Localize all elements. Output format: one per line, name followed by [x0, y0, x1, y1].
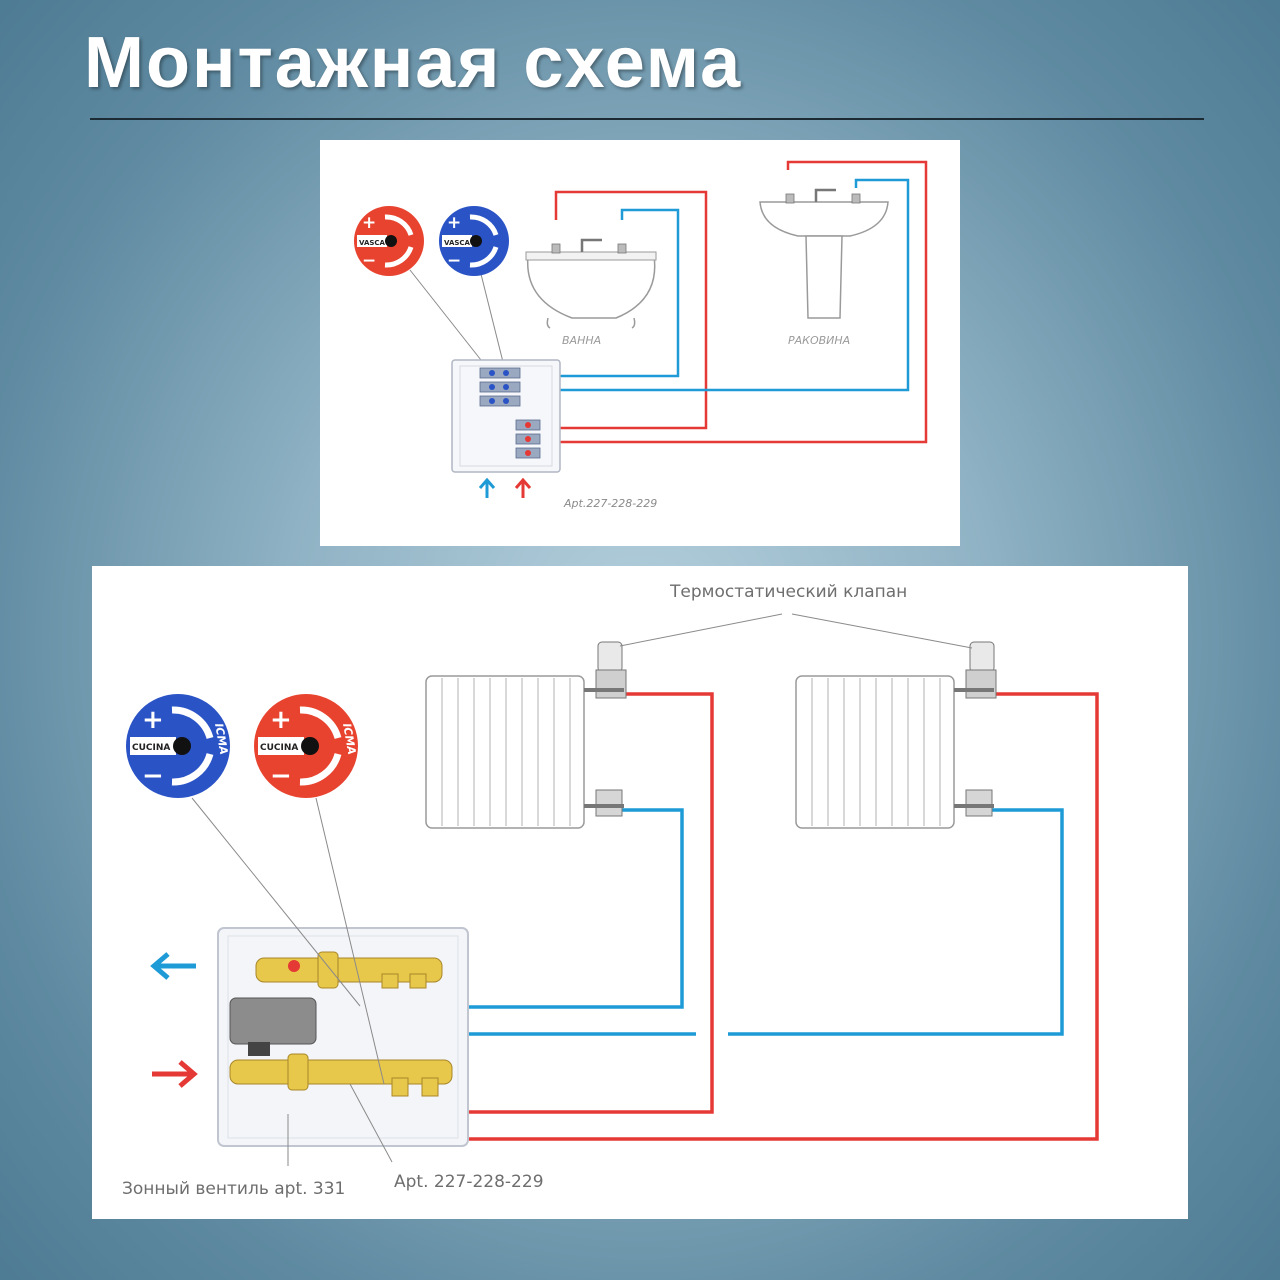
- thermostatic-valve-right: [954, 641, 997, 699]
- svg-text:CUCINA: CUCINA: [132, 743, 170, 753]
- left-arrow-icon: [150, 952, 196, 980]
- cucina-blue-brand: ICMA: [212, 722, 230, 755]
- svg-text:−: −: [447, 251, 461, 271]
- svg-text:+: +: [447, 213, 461, 233]
- svg-text:+: +: [270, 705, 292, 735]
- thermostatic-leader-lines: [619, 613, 973, 649]
- hot-up-arrow-icon: [514, 477, 532, 498]
- cold-return-pipes: [387, 808, 1064, 1036]
- sink-label: РАКОВИНА: [788, 334, 850, 347]
- thermostatic-valve-left: [584, 641, 627, 699]
- heating-manifold-cabinet: [217, 927, 469, 1147]
- svg-text:CUCINA: CUCINA: [260, 743, 298, 753]
- washbasin: [759, 188, 889, 319]
- bath-label: ВАННА: [562, 334, 601, 347]
- bathtub: [525, 238, 657, 329]
- cucina-blue-knob: + − CUCINA: [126, 694, 230, 798]
- manifold-cabinet: [451, 359, 561, 473]
- cold-up-arrow-icon: [478, 477, 496, 498]
- bathroom-supply-diagram: ВАННА РАКОВИНА Apt.227-: [320, 140, 960, 546]
- svg-text:−: −: [142, 761, 164, 791]
- vasca-blue-knob: + − VASCA: [439, 206, 509, 276]
- page-title: Монтажная схема: [84, 23, 743, 103]
- svg-text:−: −: [362, 251, 376, 271]
- bottom-manifold-article: Apt. 227-228-229: [394, 1172, 544, 1192]
- title-divider: [90, 118, 1204, 120]
- thermostatic-valve-label: Термостатический клапан: [669, 582, 907, 602]
- radiator-left: [425, 675, 585, 829]
- vasca-red-brand: ICMA: [422, 236, 433, 257]
- svg-text:VASCA: VASCA: [444, 239, 471, 247]
- zone-valve-label: Зонный вентиль apt. 331: [122, 1179, 345, 1199]
- return-valve-right: [954, 789, 994, 817]
- knob-leader-lines: [191, 797, 393, 1166]
- radiator-right: [795, 675, 955, 829]
- svg-text:VASCA: VASCA: [359, 239, 386, 247]
- hot-water-pipes: [535, 160, 928, 444]
- cucina-red-knob: + − CUCINA: [254, 694, 358, 798]
- svg-text:+: +: [362, 213, 376, 233]
- vasca-red-knob: + − VASCA: [354, 206, 424, 276]
- radiator-heating-diagram: Термостатический клапан +: [92, 566, 1188, 1219]
- svg-text:−: −: [270, 761, 292, 791]
- svg-text:+: +: [142, 705, 164, 735]
- cold-water-pipes: [500, 178, 910, 392]
- right-arrow-icon: [152, 1060, 198, 1088]
- cucina-red-brand: ICMA: [340, 722, 358, 755]
- top-manifold-article: Apt.227-228-229: [563, 497, 657, 510]
- return-valve-left: [584, 789, 624, 817]
